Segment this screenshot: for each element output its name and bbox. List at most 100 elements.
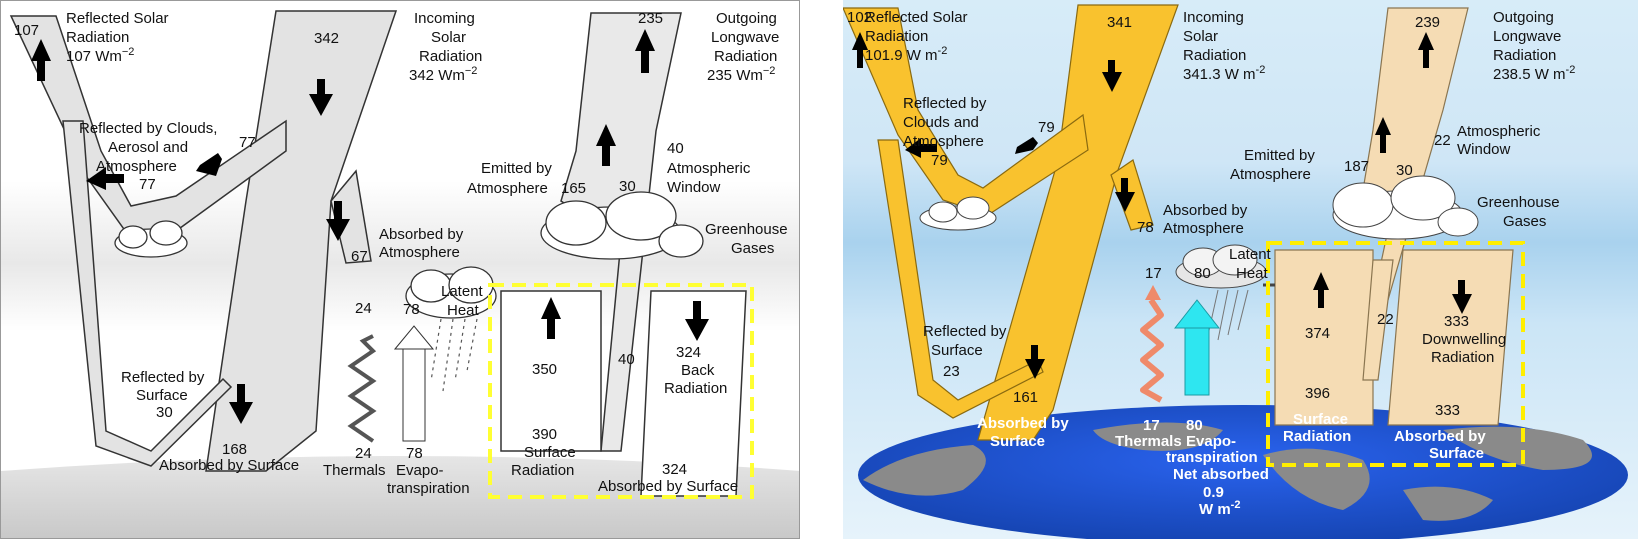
cloud-latent-heat: [405, 266, 497, 319]
clouds-title-1: Reflected by Clouds,: [79, 120, 217, 137]
surface-rad-bottom: 390: [532, 426, 557, 443]
reflected-solar-value: 107: [14, 22, 39, 39]
olr-title-2: Longwave: [1493, 28, 1561, 45]
surface-rad-1: Surface: [524, 444, 576, 461]
incoming-title-4: 341.3 W m-2: [1183, 64, 1265, 83]
absorbed-atm-1: Absorbed by: [379, 226, 464, 243]
olr-title-4: 238.5 W m-2: [1493, 64, 1575, 83]
greenhouse-2: Gases: [731, 240, 774, 257]
incoming-title-2: Solar: [431, 29, 466, 46]
clouds-value-a: 77: [139, 176, 156, 193]
incoming-title-1: Incoming: [1183, 9, 1244, 26]
thermals-arrowhead: [1145, 285, 1161, 300]
reflected-solar-title-2: Radiation: [865, 28, 928, 45]
back-1: Back: [681, 362, 715, 379]
evap-bottom: 78: [406, 445, 423, 462]
reflected-solar-unit-sup: −2: [122, 46, 135, 58]
surface-rad-1: Surface: [1293, 411, 1348, 428]
thermals-bottom: 24: [355, 445, 372, 462]
thermals-top: 17: [1145, 265, 1162, 282]
cloud-left: [919, 196, 997, 231]
back-absorbed-value: 333: [1435, 402, 1460, 419]
evap-2: transpiration: [387, 480, 470, 497]
cloud-center: [540, 191, 704, 260]
absorbed-atm-2: Atmosphere: [1163, 220, 1244, 237]
greenhouse-1: Greenhouse: [1477, 194, 1560, 211]
emitted-value: 165: [561, 180, 586, 197]
olr-title-1: Outgoing: [1493, 9, 1554, 26]
clouds-title-2: Aerosol and: [108, 139, 188, 156]
incoming-solar-band: [205, 10, 398, 472]
back-absorbed-value: 324: [662, 461, 687, 478]
latent-1: Latent: [441, 283, 484, 300]
olr-title-4: 235 Wm−2: [707, 65, 775, 84]
evap-1: Evapo-: [1186, 433, 1236, 450]
greenhouse-1: Greenhouse: [705, 221, 788, 238]
window-title-2: Window: [667, 179, 721, 196]
reflected-surface-band: [62, 120, 233, 467]
absorbed-atmosphere-branch: [330, 169, 372, 264]
emitted-title-2: Atmosphere: [1230, 166, 1311, 183]
surface-rad-2: Radiation: [1283, 428, 1351, 445]
right-diagram-panel: 102 Reflected Solar Radiation 101.9 W m-…: [843, 0, 1638, 539]
back-2: Radiation: [1431, 349, 1494, 366]
net-3-text: W m: [1199, 501, 1231, 518]
evapotranspiration-arrow: [1173, 299, 1221, 396]
thermals-label: Thermals: [323, 462, 386, 479]
net-3: W m-2: [1199, 499, 1240, 518]
reflected-solar-title-3-text: 101.9 W m: [865, 47, 938, 64]
absorbed-surface-label: Absorbed by Surface: [159, 457, 299, 474]
window-value-a: 30: [619, 178, 636, 195]
incoming-solar-band: [977, 4, 1179, 441]
emitted-title-2: Atmosphere: [467, 180, 548, 197]
absorbed-atm-value: 78: [1137, 219, 1154, 236]
back-2: Radiation: [664, 380, 727, 397]
surface-radiation-column: [1274, 249, 1374, 426]
evapotranspiration-arrow: [393, 325, 435, 442]
clouds-title-2: Clouds and: [903, 114, 979, 131]
latent-2: Heat: [1236, 265, 1269, 282]
absorbed-atm-2: Atmosphere: [379, 244, 460, 261]
downwelling-column: [1387, 249, 1514, 426]
reflected-surface-value: 23: [943, 363, 960, 380]
cloud-left: [114, 220, 188, 258]
olr-title-3: Radiation: [1493, 47, 1556, 64]
cloud-latent-heat: [1175, 244, 1267, 289]
window-low-value: 40: [618, 351, 635, 368]
reflected-solar-title-3-text: 107 Wm: [66, 48, 122, 65]
evap-1: Evapo-: [396, 462, 444, 479]
window-low-value: 22: [1377, 311, 1394, 328]
back-absorbed-label: Absorbed by Surface: [598, 478, 738, 495]
clouds-title-3: Atmosphere: [903, 133, 984, 150]
reflected-solar-title-3: 101.9 W m-2: [865, 45, 947, 64]
rain-lines: [430, 318, 478, 392]
back-absorbed-2: Surface: [1429, 445, 1484, 462]
absorbed-surface-value: 168: [222, 441, 247, 458]
greenhouse-2: Gases: [1503, 213, 1546, 230]
latent-value: 78: [403, 301, 420, 318]
latent-2: Heat: [447, 302, 480, 319]
reflected-solar-value: 102: [847, 9, 872, 26]
emitted-title-1: Emitted by: [1244, 147, 1315, 164]
reflected-clouds-band: [9, 15, 287, 240]
surface-radiation-column: [500, 290, 602, 452]
net-1: Net absorbed: [1173, 466, 1269, 483]
reflected-surface-2: Surface: [931, 342, 983, 359]
window-column: [1362, 259, 1394, 381]
reflected-surface-1: Reflected by: [121, 369, 205, 386]
clouds-value-a: 79: [931, 152, 948, 169]
reflected-surface-value: 30: [156, 404, 173, 421]
absorbed-surface-1: Absorbed by: [977, 415, 1069, 432]
window-value-a: 30: [1396, 162, 1413, 179]
clouds-title-3: Atmosphere: [96, 158, 177, 175]
latent-1: Latent: [1229, 246, 1272, 263]
incoming-title-3: Radiation: [1183, 47, 1246, 64]
highlight-surface-box: [488, 283, 754, 499]
thermals-zigzag: [1140, 298, 1164, 403]
incoming-title-3: Radiation: [419, 48, 482, 65]
window-title-1: Atmospheric: [1457, 123, 1541, 140]
thermals-top: 24: [355, 300, 372, 317]
cloud-center: [1332, 175, 1479, 240]
surface-rad-bottom: 396: [1305, 385, 1330, 402]
emitted-title-1: Emitted by: [481, 160, 552, 177]
